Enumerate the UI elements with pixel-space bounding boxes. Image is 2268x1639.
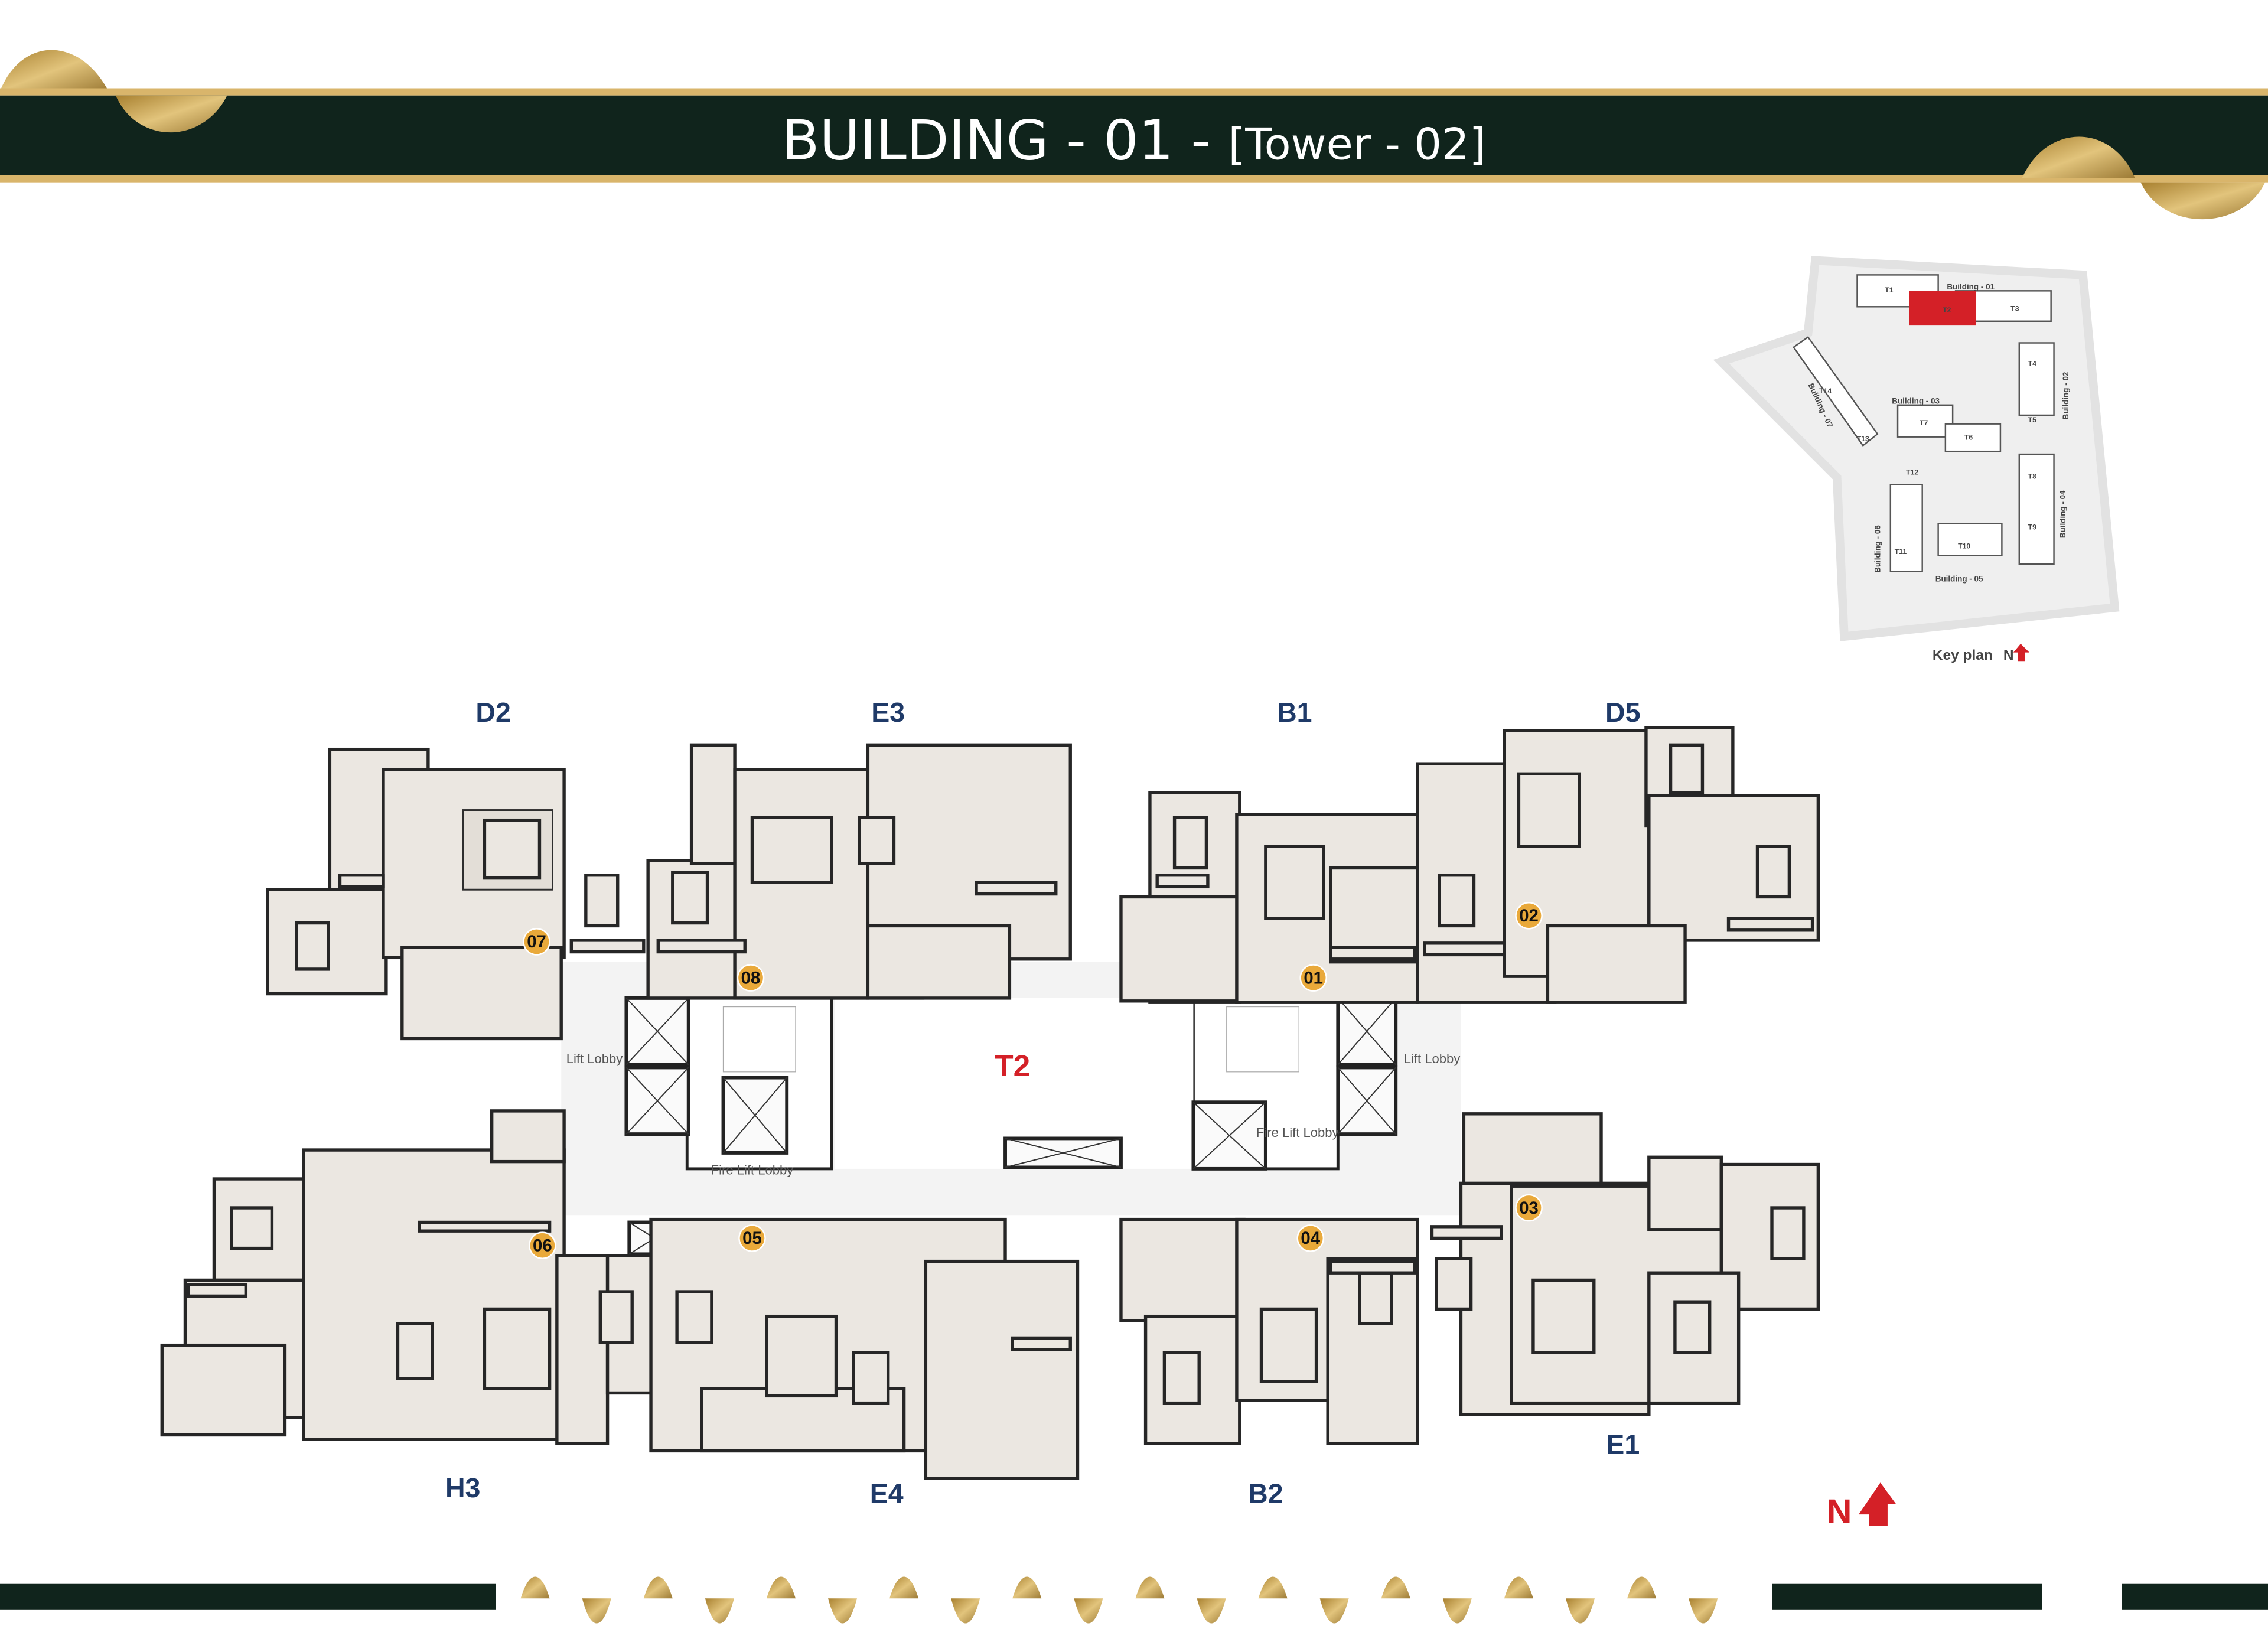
- svg-text:Building - 03: Building - 03: [1892, 396, 1940, 405]
- gold-wave: [1319, 1598, 1349, 1624]
- svg-text:T12: T12: [1906, 468, 1918, 476]
- svg-text:04: 04: [1301, 1229, 1320, 1248]
- svg-text:T14: T14: [1819, 387, 1832, 395]
- tower-label: T2: [995, 1048, 1030, 1083]
- gold-wave: [889, 1576, 919, 1599]
- svg-text:T8: T8: [2028, 473, 2036, 481]
- lift-lobby-label-left: Lift Lobby: [566, 1051, 623, 1066]
- footer-band: [0, 1576, 2268, 1624]
- svg-text:T2: T2: [1943, 306, 1951, 314]
- unit-e4[interactable]: [598, 1217, 1080, 1480]
- gold-wave: [1197, 1598, 1226, 1624]
- gold-wave: [1627, 1576, 1657, 1599]
- gold-swoosh-decoration: [115, 95, 227, 133]
- unit-type-d2: D2: [475, 697, 510, 728]
- gold-wave: [1135, 1576, 1165, 1599]
- svg-text:T10: T10: [1958, 542, 1970, 550]
- gold-wave: [1074, 1598, 1103, 1624]
- svg-text:07: 07: [527, 932, 546, 952]
- north-label: N: [1827, 1493, 1852, 1531]
- gold-wave: [1381, 1576, 1410, 1599]
- gold-wave: [828, 1598, 858, 1624]
- svg-text:T1: T1: [1885, 286, 1893, 294]
- gold-wave: [1442, 1598, 1472, 1624]
- unit-d5[interactable]: [1416, 726, 1820, 1004]
- svg-text:T3: T3: [2010, 305, 2019, 313]
- svg-text:T9: T9: [2028, 523, 2036, 531]
- svg-text:T13: T13: [1857, 435, 1869, 443]
- page-title: BUILDING - 01 - [Tower - 02]: [782, 108, 1487, 172]
- key-plan-label: Key plan: [1933, 647, 1993, 663]
- gold-wave: [582, 1598, 611, 1624]
- gold-wave: [1258, 1576, 1288, 1599]
- header-band: BUILDING - 01 - [Tower - 02]: [0, 50, 2268, 220]
- unit-number-badges: 01 02 03 04 05 06 07 08: [523, 902, 1543, 1259]
- unit-b2[interactable]: [1119, 1217, 1419, 1445]
- unit-badge-03: 03: [1515, 1194, 1543, 1222]
- svg-text:06: 06: [533, 1236, 552, 1255]
- unit-badge-05: 05: [738, 1224, 766, 1252]
- unit-badge-01: 01: [1299, 964, 1327, 992]
- north-indicator: N: [1827, 1482, 1896, 1531]
- unit-type-labels: D2 E3 B1 D5 H3 E4 B2 E1: [445, 697, 1641, 1508]
- unit-badge-06: 06: [529, 1231, 556, 1259]
- fire-lift-lobby-label-right: Fire Lift Lobby: [1256, 1125, 1339, 1140]
- svg-text:Building - 04: Building - 04: [2058, 490, 2067, 538]
- svg-text:T4: T4: [2028, 360, 2036, 368]
- unit-type-b1: B1: [1277, 697, 1312, 728]
- unit-badge-08: 08: [737, 964, 765, 992]
- svg-text:T5: T5: [2028, 416, 2036, 424]
- gold-wave-decoration: [520, 1576, 1718, 1624]
- unit-type-d5: D5: [1605, 697, 1640, 728]
- unit-type-h3: H3: [445, 1472, 480, 1503]
- gold-wave: [643, 1576, 673, 1599]
- svg-text:Building - 02: Building - 02: [2061, 372, 2070, 420]
- gold-wave: [951, 1598, 980, 1624]
- unit-d2[interactable]: [266, 747, 646, 1041]
- unit-type-e3: E3: [871, 697, 905, 728]
- gold-wave: [1689, 1598, 1718, 1624]
- gold-wave: [1012, 1576, 1042, 1599]
- svg-text:Building - 06: Building - 06: [1873, 525, 1882, 573]
- key-plan-north-label: N: [2003, 647, 2014, 663]
- key-plan: Building - 01 Building - 02 Building - 0…: [1713, 256, 2120, 663]
- svg-text:T7: T7: [1920, 419, 1928, 427]
- svg-text:01: 01: [1304, 968, 1323, 988]
- unit-e1[interactable]: [1430, 1112, 1820, 1416]
- gold-wave: [520, 1576, 550, 1599]
- unit-type-b2: B2: [1248, 1478, 1283, 1509]
- gold-swoosh-decoration: [0, 50, 109, 92]
- tower-core: Lift Lobby Lift Lobby Fire Lift Lobby Fi…: [561, 962, 1461, 1256]
- unit-badge-04: 04: [1296, 1224, 1325, 1252]
- unit-e3[interactable]: [646, 743, 1072, 1000]
- svg-text:T11: T11: [1895, 548, 1907, 556]
- svg-text:05: 05: [742, 1229, 762, 1248]
- svg-text:02: 02: [1519, 906, 1539, 926]
- gold-swoosh-decoration: [2022, 136, 2135, 178]
- gold-wave: [1566, 1598, 1595, 1624]
- gold-wave: [705, 1598, 734, 1624]
- north-arrow-icon: [1858, 1482, 1896, 1526]
- lift-lobby-label-right: Lift Lobby: [1404, 1051, 1461, 1066]
- gold-wave: [1504, 1576, 1533, 1599]
- svg-text:Building - 05: Building - 05: [1935, 575, 1983, 584]
- svg-text:Building - 01: Building - 01: [1947, 282, 1995, 291]
- unit-b1[interactable]: [1119, 791, 1419, 1004]
- unit-type-e4: E4: [870, 1478, 904, 1509]
- north-arrow-icon: [2013, 643, 2029, 662]
- unit-h3[interactable]: [160, 1109, 610, 1445]
- unit-badge-02: 02: [1515, 902, 1543, 930]
- fire-lift-lobby-label-left: Fire Lift Lobby: [711, 1163, 794, 1178]
- highlighted-tower: [1909, 291, 1976, 326]
- gold-swoosh-decoration: [2140, 182, 2266, 220]
- svg-text:08: 08: [741, 968, 761, 988]
- svg-text:03: 03: [1519, 1198, 1539, 1218]
- unit-badge-07: 07: [523, 928, 550, 956]
- unit-type-e1: E1: [1606, 1429, 1640, 1459]
- svg-text:T6: T6: [1964, 434, 1973, 442]
- gold-wave: [766, 1576, 796, 1599]
